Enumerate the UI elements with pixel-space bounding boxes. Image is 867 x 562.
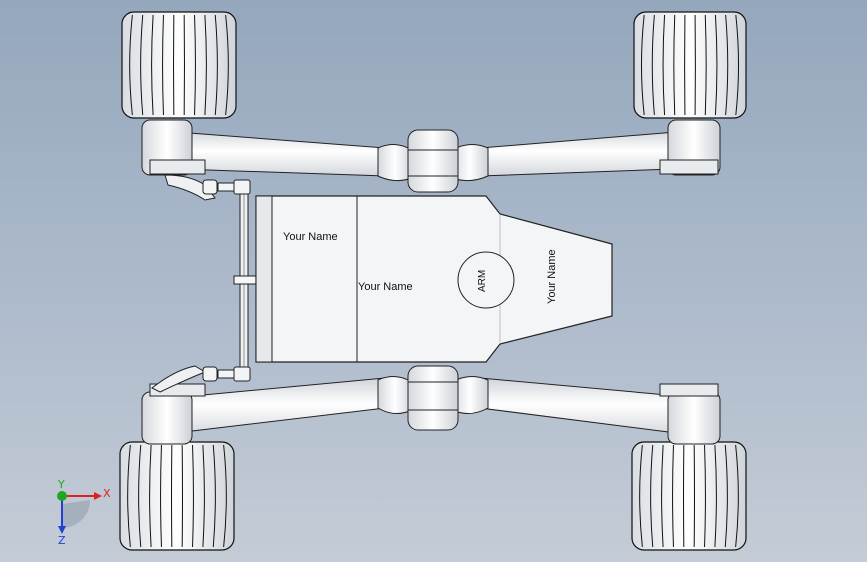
wheel-front-left[interactable] bbox=[633, 11, 747, 119]
tire-tread-line bbox=[138, 444, 142, 548]
tire-tread-line bbox=[192, 444, 194, 548]
chassis-label-front: Your Name bbox=[546, 249, 558, 304]
chassis-body[interactable] bbox=[255, 195, 613, 363]
suspension-arm-top[interactable] bbox=[141, 119, 721, 193]
z-axis-label: Z bbox=[58, 534, 66, 547]
tire-tread-line bbox=[129, 14, 133, 116]
tire-tread-line bbox=[194, 14, 196, 116]
steering-linkage[interactable] bbox=[151, 174, 259, 393]
tire-tread-line bbox=[650, 444, 654, 548]
tire-tread-line bbox=[202, 444, 205, 548]
y-axis-label: Y bbox=[57, 480, 65, 491]
wheel-rear-right[interactable] bbox=[119, 441, 235, 551]
tire-tread-line bbox=[140, 14, 144, 116]
tire-tread-line bbox=[162, 14, 164, 116]
tire-tread-line bbox=[149, 444, 152, 548]
tire-tread-line bbox=[672, 444, 674, 548]
tire-tread-line bbox=[714, 14, 718, 116]
tire-tread-line bbox=[204, 14, 207, 116]
tire-tread-line bbox=[704, 444, 706, 548]
x-axis-label: X bbox=[103, 487, 111, 500]
tire-tread-line bbox=[673, 14, 676, 116]
tire-tread-line bbox=[735, 444, 739, 548]
tire-tread-line bbox=[225, 14, 229, 116]
reference-triad[interactable]: X Y Z bbox=[44, 480, 114, 550]
arm-circle bbox=[457, 251, 515, 309]
chassis-label-rear: Your Name bbox=[283, 231, 338, 243]
tire-tread-line bbox=[735, 14, 739, 116]
tire-tread-line bbox=[725, 14, 729, 116]
chassis-label-center: Your Name bbox=[358, 281, 413, 293]
tire-tread-line bbox=[223, 444, 227, 548]
tire-tread-line bbox=[641, 14, 645, 116]
tire-tread-line bbox=[704, 14, 707, 116]
tire-tread-line bbox=[714, 444, 717, 548]
tire-tread-line bbox=[212, 444, 216, 548]
wheel-front-right[interactable] bbox=[631, 441, 747, 551]
arm-label: ARM bbox=[477, 269, 488, 292]
tire-tread-line bbox=[127, 444, 131, 548]
tire-tread-line bbox=[724, 444, 728, 548]
tire-tread-line bbox=[160, 444, 162, 548]
tire-tread-line bbox=[661, 444, 664, 548]
wheel-rear-left[interactable] bbox=[121, 11, 237, 119]
y-axis-dot bbox=[57, 491, 67, 501]
tire-tread-line bbox=[639, 444, 643, 548]
suspension-arm-bottom[interactable] bbox=[141, 365, 721, 445]
tire-tread-line bbox=[151, 14, 154, 116]
tire-tread-line bbox=[651, 14, 655, 116]
tire-tread-line bbox=[214, 14, 218, 116]
tire-tread-line bbox=[662, 14, 666, 116]
